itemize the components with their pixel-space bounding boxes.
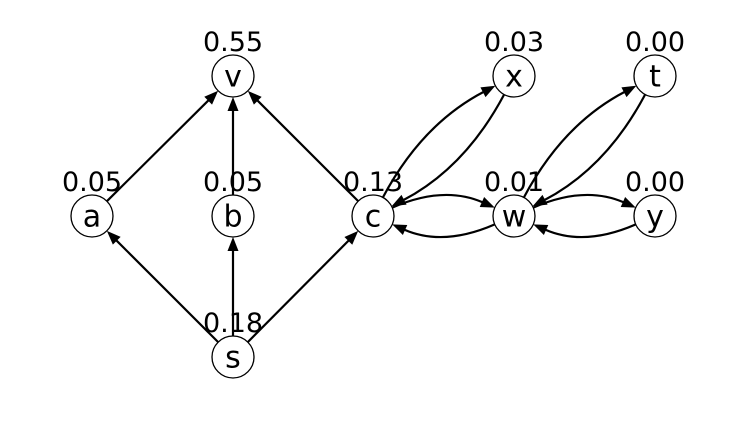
- node-circle: [70, 194, 114, 238]
- arrowhead: [533, 224, 549, 236]
- edge-c-to-w: [391, 193, 495, 209]
- node-circle: [211, 194, 255, 238]
- edge-curve: [543, 94, 647, 202]
- node-label: b: [223, 200, 242, 235]
- edge-c-to-v: [247, 90, 359, 202]
- node-value: 0.00: [625, 27, 685, 58]
- node-circle: [351, 194, 395, 238]
- node-label: v: [224, 60, 242, 95]
- node-value: 0.00: [625, 167, 685, 198]
- node-y: y0.00: [625, 167, 685, 238]
- nodes-layer: v0.55a0.05b0.05c0.13s0.18x0.03w0.01t0.00…: [62, 27, 685, 379]
- edge-a-to-v: [106, 90, 219, 202]
- edge-s-to-a: [106, 230, 219, 343]
- edge-curve: [403, 223, 496, 239]
- node-t: t0.00: [625, 27, 685, 98]
- node-value: 0.13: [343, 167, 403, 198]
- edge-w-to-t: [522, 85, 637, 198]
- node-circle: [492, 194, 536, 238]
- edge-line: [247, 239, 350, 343]
- node-label: a: [83, 200, 101, 235]
- arrowhead: [479, 196, 495, 208]
- edge-curve: [391, 193, 484, 209]
- node-value: 0.05: [203, 167, 263, 198]
- arrowhead: [620, 196, 636, 208]
- arrowhead: [621, 85, 637, 98]
- node-a: a0.05: [62, 167, 122, 238]
- edge-s-to-c: [247, 230, 359, 343]
- edge-curve: [381, 90, 485, 198]
- arrowhead: [344, 230, 359, 245]
- edge-curve: [532, 193, 625, 209]
- node-label: x: [505, 60, 523, 95]
- edge-curve: [544, 223, 637, 239]
- arrowhead: [247, 90, 262, 105]
- node-x: x0.03: [484, 27, 544, 98]
- edge-curve: [522, 90, 626, 198]
- edge-line: [256, 99, 359, 202]
- node-w: w0.01: [484, 167, 544, 238]
- node-label: s: [225, 341, 241, 376]
- node-label: w: [502, 200, 527, 235]
- edge-b-to-v: [227, 97, 239, 195]
- node-circle: [492, 54, 536, 98]
- edge-line: [106, 99, 210, 202]
- edge-y-to-w: [533, 223, 637, 239]
- edge-s-to-b: [227, 237, 239, 336]
- node-c: c0.13: [343, 167, 403, 238]
- edge-w-to-c: [392, 223, 496, 239]
- arrowhead: [480, 85, 496, 98]
- node-value: 0.05: [62, 167, 122, 198]
- node-b: b0.05: [203, 167, 263, 238]
- arrowhead: [227, 237, 239, 251]
- node-value: 0.01: [484, 167, 544, 198]
- edges-layer: [106, 85, 647, 343]
- node-label: t: [649, 60, 661, 95]
- edge-curve: [402, 94, 506, 202]
- arrowhead: [227, 97, 239, 111]
- node-circle: [633, 54, 677, 98]
- node-value: 0.55: [203, 27, 263, 58]
- node-label: y: [646, 200, 664, 235]
- node-label: c: [365, 200, 382, 235]
- node-value: 0.18: [203, 308, 263, 339]
- node-v: v0.55: [203, 27, 263, 98]
- node-circle: [211, 54, 255, 98]
- edge-w-to-y: [532, 193, 636, 209]
- node-circle: [633, 194, 677, 238]
- edge-line: [115, 239, 219, 343]
- node-circle: [211, 335, 255, 379]
- edge-c-to-x: [381, 85, 496, 198]
- node-value: 0.03: [484, 27, 544, 58]
- node-s: s0.18: [203, 308, 263, 379]
- arrowhead: [106, 230, 121, 245]
- arrowhead: [392, 224, 408, 236]
- arrowhead: [204, 90, 219, 105]
